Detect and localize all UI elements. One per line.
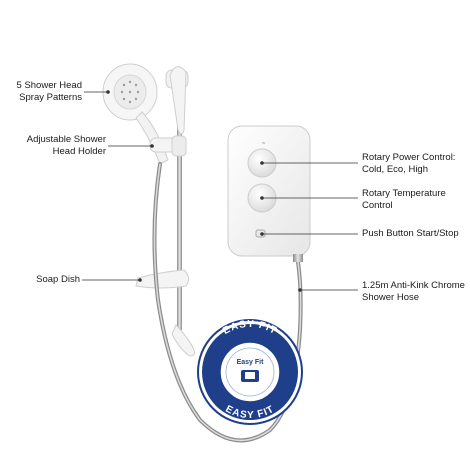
rail-top-hook bbox=[169, 66, 187, 135]
label-holder-line-2: Head Holder bbox=[52, 146, 106, 157]
label-spray-patterns: 5 Shower Head Spray Patterns bbox=[8, 80, 82, 104]
rail-bottom-bracket bbox=[171, 324, 195, 357]
badge-inner-text: Easy Fit bbox=[237, 359, 265, 366]
label-head-holder: Adjustable Shower Head Holder bbox=[6, 134, 106, 158]
label-spray-line-2: Spray Patterns bbox=[19, 92, 82, 103]
label-spray-line-1: 5 Shower Head bbox=[16, 80, 82, 91]
label-temperature-control: Rotary Temperature Control bbox=[362, 188, 466, 212]
label-temp-line-2: Control bbox=[362, 200, 393, 211]
label-soap-dish: Soap Dish bbox=[8, 274, 80, 286]
label-power-control: Rotary Power Control: Cold, Eco, High bbox=[362, 152, 466, 176]
label-push-button: Push Button Start/Stop bbox=[362, 228, 468, 240]
label-hose-line-1: 1.25m Anti-Kink Chrome bbox=[362, 280, 465, 291]
label-temp-line-1: Rotary Temperature bbox=[362, 188, 446, 199]
svg-text:EASY FIT: EASY FIT bbox=[224, 404, 277, 421]
label-soap-line-1: Soap Dish bbox=[36, 274, 80, 285]
head-holder bbox=[149, 135, 187, 157]
soap-dish bbox=[135, 269, 190, 289]
riser-rail bbox=[177, 120, 182, 330]
label-power-line-2: Cold, Eco, High bbox=[362, 164, 429, 175]
unit-logo: ≈ bbox=[262, 141, 266, 147]
badge-ring-text-bottom: EASY FIT bbox=[224, 404, 276, 421]
label-power-line-1: Rotary Power Control: bbox=[362, 152, 456, 163]
label-push-line-1: Push Button Start/Stop bbox=[362, 228, 459, 239]
label-hose-line-2: Shower Hose bbox=[362, 292, 420, 303]
hose-outlet bbox=[293, 254, 303, 262]
shower-unit: ≈ bbox=[227, 125, 311, 262]
label-shower-hose: 1.25m Anti-Kink Chrome Shower Hose bbox=[362, 280, 468, 304]
label-holder-line-1: Adjustable Shower bbox=[26, 134, 106, 145]
easy-fit-badge: EASY FIT EASY FIT Easy Fit bbox=[197, 319, 303, 425]
